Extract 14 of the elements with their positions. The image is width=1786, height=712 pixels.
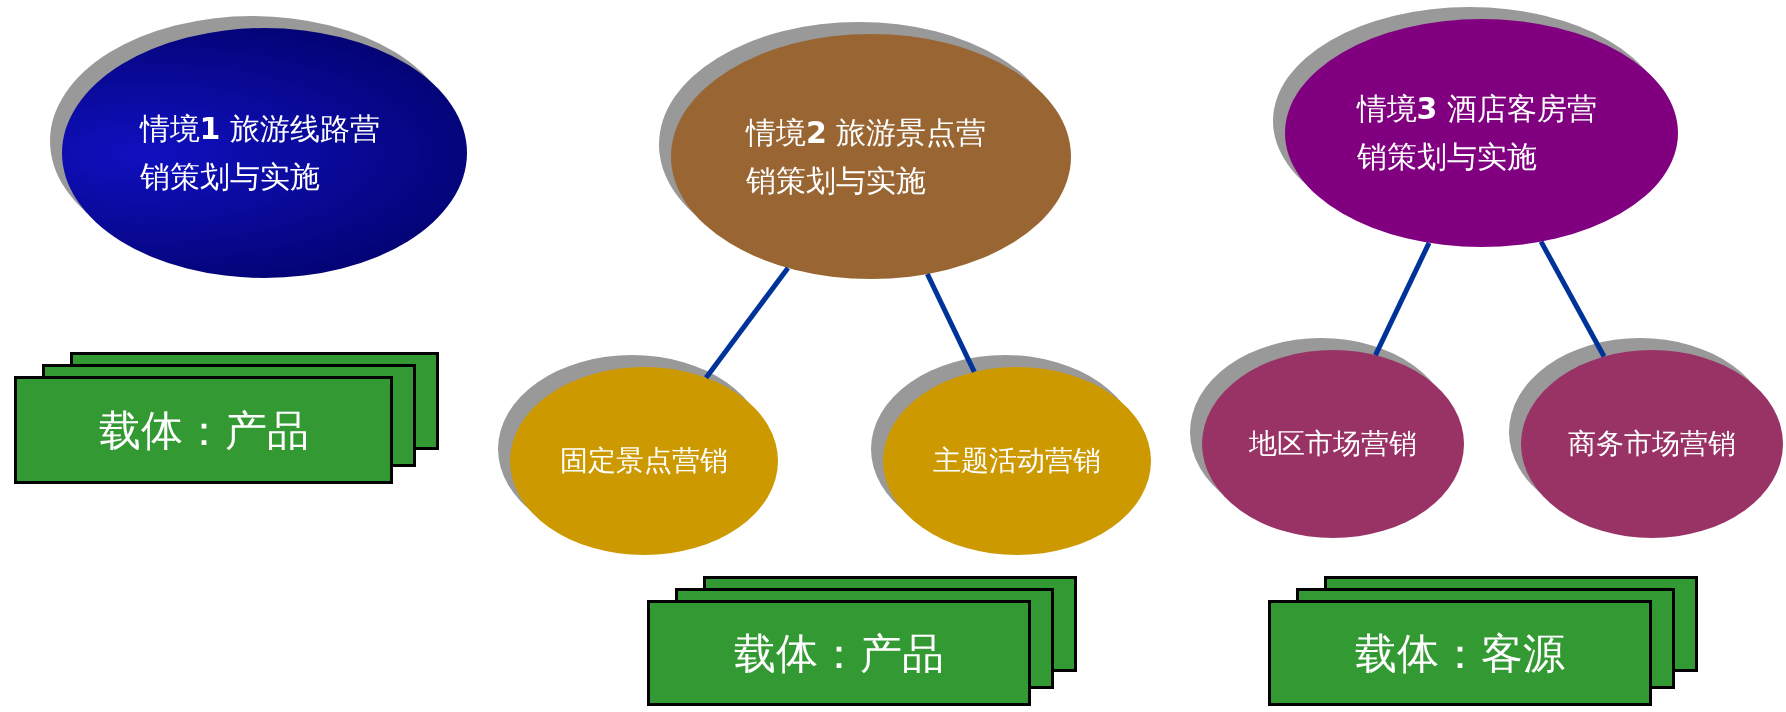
ellipse-label: 情境1 旅游线路营销策划与实施 [139, 110, 381, 196]
connector-line [1538, 240, 1607, 358]
ellipse-label: 商务市场营销 [1568, 426, 1736, 462]
ellipse-label: 情境2 旅游景点营销策划与实施 [746, 113, 988, 200]
connector-line [704, 266, 790, 380]
connector-line [1373, 241, 1432, 357]
card-label: 载体：产品 [98, 404, 309, 457]
ellipse-label: 主题活动营销 [933, 443, 1101, 479]
ellipse-label: 情境3 酒店客房营销策划与实施 [1356, 90, 1598, 176]
ellipse-label: 固定景点营销 [560, 443, 728, 479]
connector-line [925, 272, 977, 373]
card-label: 载体：客源 [1355, 627, 1565, 680]
ellipse-label: 地区市场营销 [1249, 426, 1417, 462]
card-label: 载体：产品 [734, 627, 944, 680]
